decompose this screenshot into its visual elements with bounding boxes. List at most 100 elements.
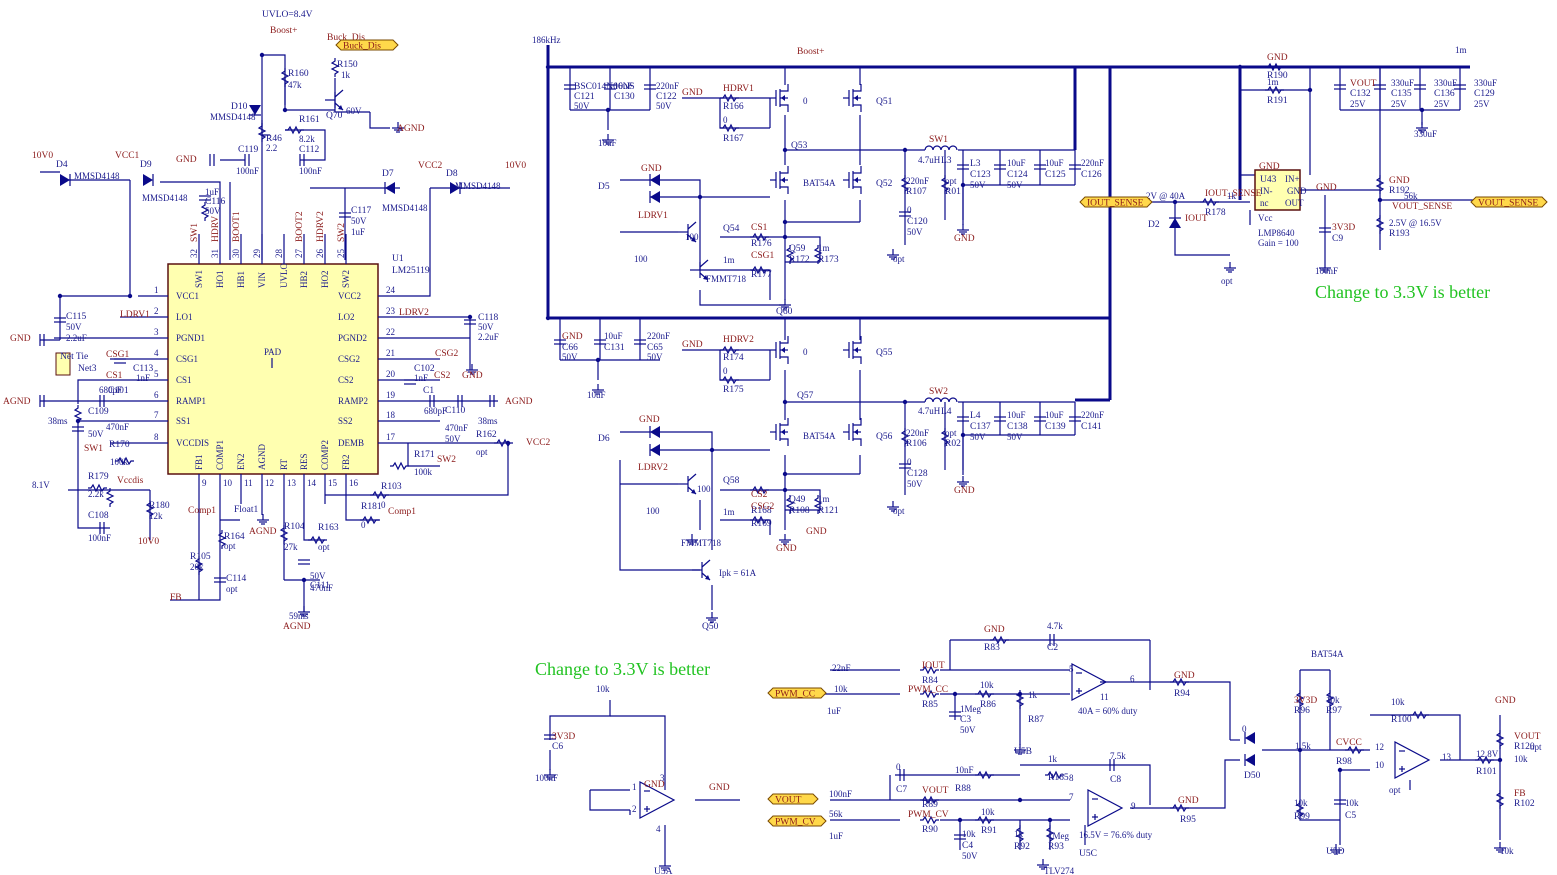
resistor	[105, 488, 115, 507]
ground-symbol	[1037, 859, 1049, 870]
label-361: R101	[1476, 767, 1497, 777]
label-231: FMMT718	[681, 538, 722, 548]
label-137: L3	[970, 159, 981, 169]
label-291: 22nF	[832, 663, 851, 673]
resistor	[360, 515, 379, 525]
label-24: MMSD4148	[74, 171, 120, 181]
label-117: BSC014N06NS	[574, 82, 635, 92]
capacitor	[464, 319, 476, 325]
resistor	[494, 438, 513, 448]
lmp8640-body	[1254, 169, 1301, 211]
label-342: R96	[1294, 706, 1310, 716]
label-267: 1k	[1227, 191, 1237, 201]
label-190: Q55	[876, 348, 893, 358]
resistor	[920, 815, 939, 825]
label-151: 0	[907, 205, 912, 215]
label-345: 1.5k	[1295, 741, 1311, 751]
label-130: R167	[723, 134, 744, 144]
label-218: Q56	[876, 432, 893, 442]
capacitor	[954, 834, 966, 840]
capacitor	[209, 154, 215, 166]
resistor	[1265, 85, 1284, 95]
mosfet	[770, 418, 789, 446]
label-47: C113	[133, 364, 153, 374]
wire	[77, 379, 138, 404]
diode	[60, 174, 71, 186]
wire	[720, 519, 771, 535]
label-245: C135	[1391, 89, 1412, 99]
label-157: D5	[598, 182, 610, 192]
capacitor	[429, 395, 435, 407]
pin-num: 7	[154, 410, 159, 420]
label-340: BAT54A	[1311, 649, 1344, 659]
label-370: 4	[656, 824, 661, 834]
label-263: Gain = 100	[1258, 238, 1299, 248]
pin-num: 6	[154, 390, 159, 400]
label-39: C115	[66, 312, 86, 322]
label-44: Net Tie	[60, 352, 88, 362]
wire	[160, 181, 221, 234]
diode	[1244, 754, 1255, 766]
ground-symbol	[1330, 844, 1342, 855]
label-8: 60V	[346, 106, 362, 116]
label-326: R92	[1014, 842, 1030, 852]
label-149: opt	[945, 176, 957, 186]
ic-part: LM25119	[392, 266, 430, 276]
label-112: 470nF	[310, 583, 333, 593]
label-154: opt	[893, 254, 905, 264]
label-70: 50V	[478, 322, 494, 332]
label-162: CS1	[751, 223, 768, 233]
pin-name: SW1	[194, 270, 204, 288]
op-amp	[1087, 789, 1124, 827]
pin-net: BOOT1	[232, 211, 242, 242]
label-323: 10k	[981, 807, 995, 817]
label-339: D50	[1244, 771, 1261, 781]
resistor	[1375, 215, 1385, 234]
label-243: 25V	[1350, 99, 1366, 109]
label-16: C112	[299, 145, 319, 155]
label-347: R98	[1336, 757, 1352, 767]
junction	[57, 293, 63, 299]
label-247: 330uF	[1434, 78, 1457, 88]
junction	[782, 147, 788, 153]
label-337: R95	[1180, 815, 1196, 825]
resistor	[257, 123, 267, 142]
label-257: IN-	[1260, 186, 1273, 196]
ground-symbol	[779, 534, 791, 545]
junction	[595, 357, 601, 363]
label-210: C128	[907, 469, 928, 479]
label-156: GND	[641, 164, 662, 174]
label-334: U5C	[1079, 849, 1097, 859]
resistor	[194, 556, 204, 575]
resistor	[750, 265, 769, 275]
label-272: 3V3D	[1332, 223, 1355, 233]
label-240: 1m	[1455, 45, 1467, 55]
label-248: C136	[1434, 89, 1455, 99]
label-199: C138	[1007, 422, 1028, 432]
pin-name: FB1	[194, 454, 204, 470]
pin-num: 10	[223, 478, 233, 488]
wire	[285, 129, 326, 161]
junction	[301, 577, 307, 583]
label-125: 10uF	[598, 138, 617, 148]
op-amp	[1394, 741, 1431, 779]
label-369: 3	[660, 773, 665, 783]
resistor	[720, 93, 739, 103]
label-182: 50V	[647, 352, 663, 362]
label-95: Comp1	[388, 507, 416, 517]
resistor	[940, 428, 950, 447]
capacitor	[1334, 84, 1346, 90]
wire	[1239, 174, 1255, 200]
label-167: 1m	[818, 243, 830, 253]
pin-name: SS2	[338, 416, 353, 426]
resistor	[1495, 790, 1505, 809]
resistor	[900, 428, 910, 447]
label-85: R162	[476, 430, 497, 440]
mosfet	[770, 336, 789, 364]
junction	[545, 315, 551, 321]
label-163: R176	[751, 239, 772, 249]
label-94: 0	[361, 520, 366, 530]
diode	[1169, 217, 1181, 228]
label-321: PWM_CV	[908, 810, 949, 820]
